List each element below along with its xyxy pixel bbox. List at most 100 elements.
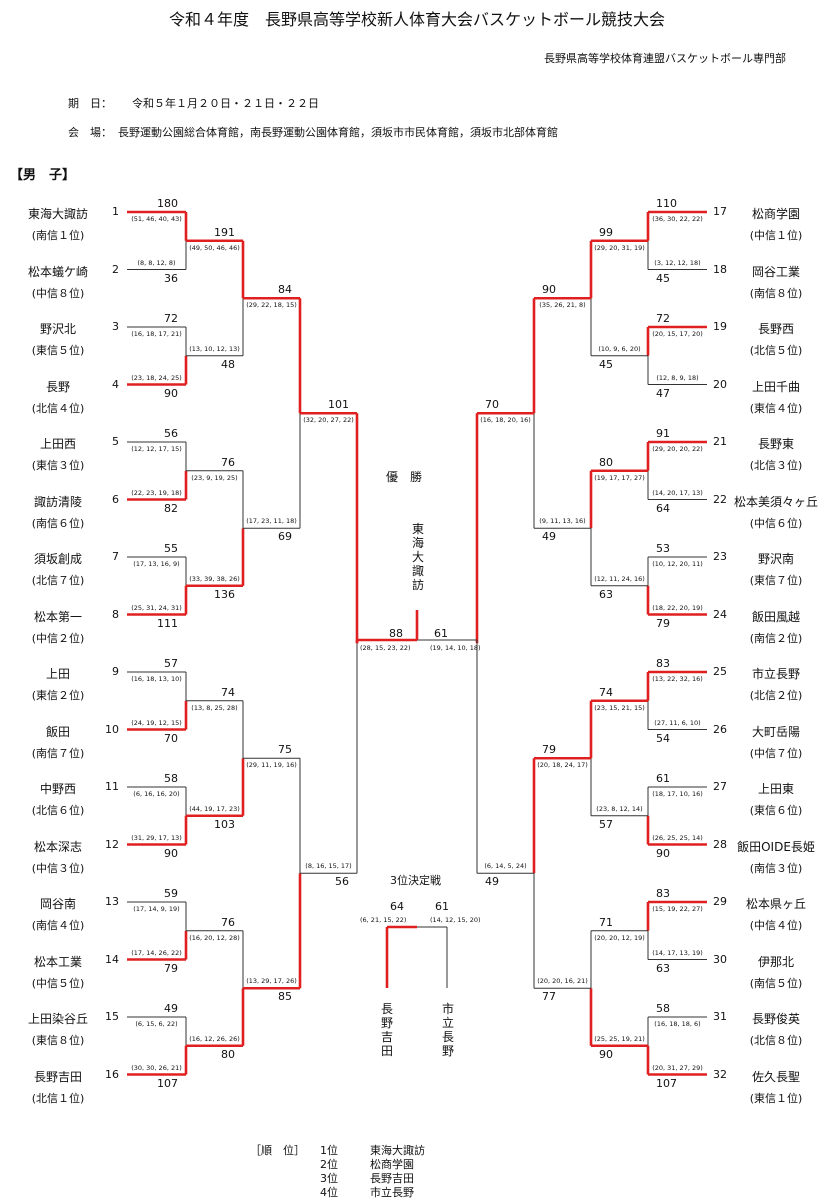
left-seed: 3 — [112, 320, 119, 333]
left-team-name: 東海大諏訪 — [27, 207, 88, 221]
champion-label: 優 勝 — [386, 470, 423, 484]
right-seed: 22 — [713, 492, 727, 506]
left-team-name: 飯田 — [45, 724, 70, 739]
standings-team: 長野吉田 — [370, 1172, 414, 1185]
right-seed: 31 — [713, 1010, 727, 1023]
right-quarters: (3, 12, 12, 18) — [654, 258, 701, 267]
right-team-name: 飯田風越 — [751, 609, 800, 624]
right-score: 90 — [542, 283, 556, 297]
right-quarters: (19, 17, 17, 27) — [594, 473, 645, 482]
right-quarters: (12, 8, 9, 18) — [656, 373, 699, 382]
right-team-name: 長野西 — [757, 322, 794, 336]
final-quarters-right: (19, 14, 10, 18) — [430, 644, 481, 652]
standings-team: 松商学園 — [370, 1158, 414, 1171]
right-team-name: 松本美須々ヶ丘 — [733, 494, 818, 509]
left-score: 56 — [335, 875, 349, 889]
right-seed: 30 — [713, 952, 727, 966]
right-score: 64 — [656, 501, 670, 515]
right-team-name: 松本県ヶ丘 — [745, 897, 806, 911]
right-team-name: 市立長野 — [751, 667, 800, 681]
left-quarters: (8, 8, 12, 8) — [137, 258, 176, 267]
champion-name: 東海大諏訪 — [411, 522, 424, 592]
left-team-rank: (東信２位) — [31, 689, 85, 702]
left-team-name: 松本工業 — [33, 954, 82, 969]
right-seed: 21 — [713, 435, 727, 448]
left-score: 107 — [157, 1076, 178, 1090]
left-score: 70 — [164, 731, 178, 745]
right-score: 57 — [599, 817, 613, 831]
right-quarters: (20, 20, 16, 21) — [537, 977, 588, 986]
right-quarters: (35, 26, 21, 8) — [539, 301, 586, 310]
right-quarters: (20, 18, 24, 17) — [537, 761, 588, 770]
third-place-label: 3位決定戦 — [390, 874, 441, 887]
date-value: 令和５年１月２０日・２１日・２２日 — [132, 97, 319, 110]
right-quarters: (29, 20, 20, 22) — [652, 445, 703, 453]
final-quarters-left: (28, 15, 23, 22) — [360, 644, 411, 652]
left-team-rank: (中信３位) — [31, 861, 85, 875]
right-team-rank: (南信５位) — [749, 976, 803, 990]
right-quarters: (16, 18, 20, 16) — [480, 416, 531, 425]
right-team-rank: (北信２位) — [749, 689, 803, 702]
standings-place: 3位 — [320, 1172, 338, 1185]
right-quarters: (16, 18, 18, 6) — [654, 1020, 701, 1028]
right-quarters: (20, 31, 27, 29) — [652, 1063, 703, 1072]
right-score: 49 — [542, 530, 556, 544]
left-seed: 13 — [105, 895, 119, 908]
third-quarters-right: (14, 12, 15, 20) — [430, 916, 481, 924]
left-score: 58 — [164, 772, 178, 785]
right-score: 77 — [542, 990, 556, 1004]
left-score: 69 — [278, 530, 292, 544]
left-seed: 7 — [112, 550, 119, 563]
right-score: 63 — [599, 587, 613, 601]
left-quarters: (51, 46, 40, 43) — [131, 215, 182, 223]
left-team-name: 長野吉田 — [33, 1069, 82, 1084]
left-score: 75 — [278, 743, 292, 757]
left-team-name: 諏訪清陵 — [33, 494, 82, 509]
left-quarters: (6, 16, 16, 20) — [133, 790, 180, 798]
right-team-rank: (北信８位) — [749, 1034, 803, 1047]
left-quarters: (31, 29, 17, 13) — [131, 833, 182, 842]
left-score: 111 — [157, 616, 178, 630]
left-team-rank: (北信６位) — [31, 804, 85, 817]
left-quarters: (29, 22, 18, 15) — [246, 301, 297, 310]
left-team-rank: (北信４位) — [31, 401, 85, 415]
left-team-name: 岡谷南 — [39, 897, 76, 911]
right-quarters: (6, 14, 5, 24) — [484, 862, 527, 871]
left-score: 103 — [214, 817, 235, 831]
right-quarters: (26, 25, 25, 14) — [652, 833, 703, 842]
standings-place: 4位 — [320, 1186, 338, 1199]
left-quarters: (29, 11, 19, 16) — [246, 761, 297, 770]
left-score: 80 — [221, 1047, 235, 1061]
left-score: 79 — [164, 961, 178, 975]
right-quarters: (18, 22, 20, 19) — [652, 603, 703, 612]
left-quarters: (17, 13, 16, 9) — [133, 560, 180, 568]
right-score: 110 — [656, 197, 677, 210]
right-score: 90 — [599, 1047, 613, 1061]
right-team-rank: (北信５位) — [749, 344, 803, 357]
final-score-left: 88 — [389, 627, 403, 640]
left-team-rank: (北信７位) — [31, 574, 85, 587]
right-team-rank: (中信１位) — [749, 229, 803, 242]
right-quarters: (10, 12, 20, 11) — [652, 560, 703, 568]
right-seed: 19 — [713, 320, 727, 333]
left-score: 74 — [221, 685, 235, 699]
right-quarters: (15, 19, 22, 27) — [652, 905, 703, 913]
venue-label: 会 場： — [68, 126, 112, 139]
right-score: 63 — [656, 961, 670, 975]
right-team-rank: (中信７位) — [749, 746, 803, 760]
left-quarters: (22, 23, 19, 18) — [131, 488, 182, 497]
standings-label: ［順 位］ — [250, 1144, 305, 1157]
right-team-name: 岡谷工業 — [751, 264, 800, 279]
left-team-rank: (東信５位) — [31, 344, 85, 357]
left-quarters: (24, 19, 12, 15) — [131, 718, 182, 727]
right-score: 53 — [656, 542, 670, 555]
left-seed: 4 — [112, 377, 119, 391]
left-team-name: 松本蟻ケ崎 — [27, 264, 88, 279]
right-team-rank: (東信６位) — [749, 804, 803, 817]
right-seed: 32 — [713, 1067, 727, 1081]
page-title: 令和４年度 長野県高等学校新人体育大会バスケットボール競技大会 — [168, 10, 665, 29]
left-team-rank: (中信８位) — [31, 286, 85, 300]
left-team-rank: (南信７位) — [31, 746, 85, 760]
third-team-left: 長野吉田 — [380, 1002, 393, 1058]
